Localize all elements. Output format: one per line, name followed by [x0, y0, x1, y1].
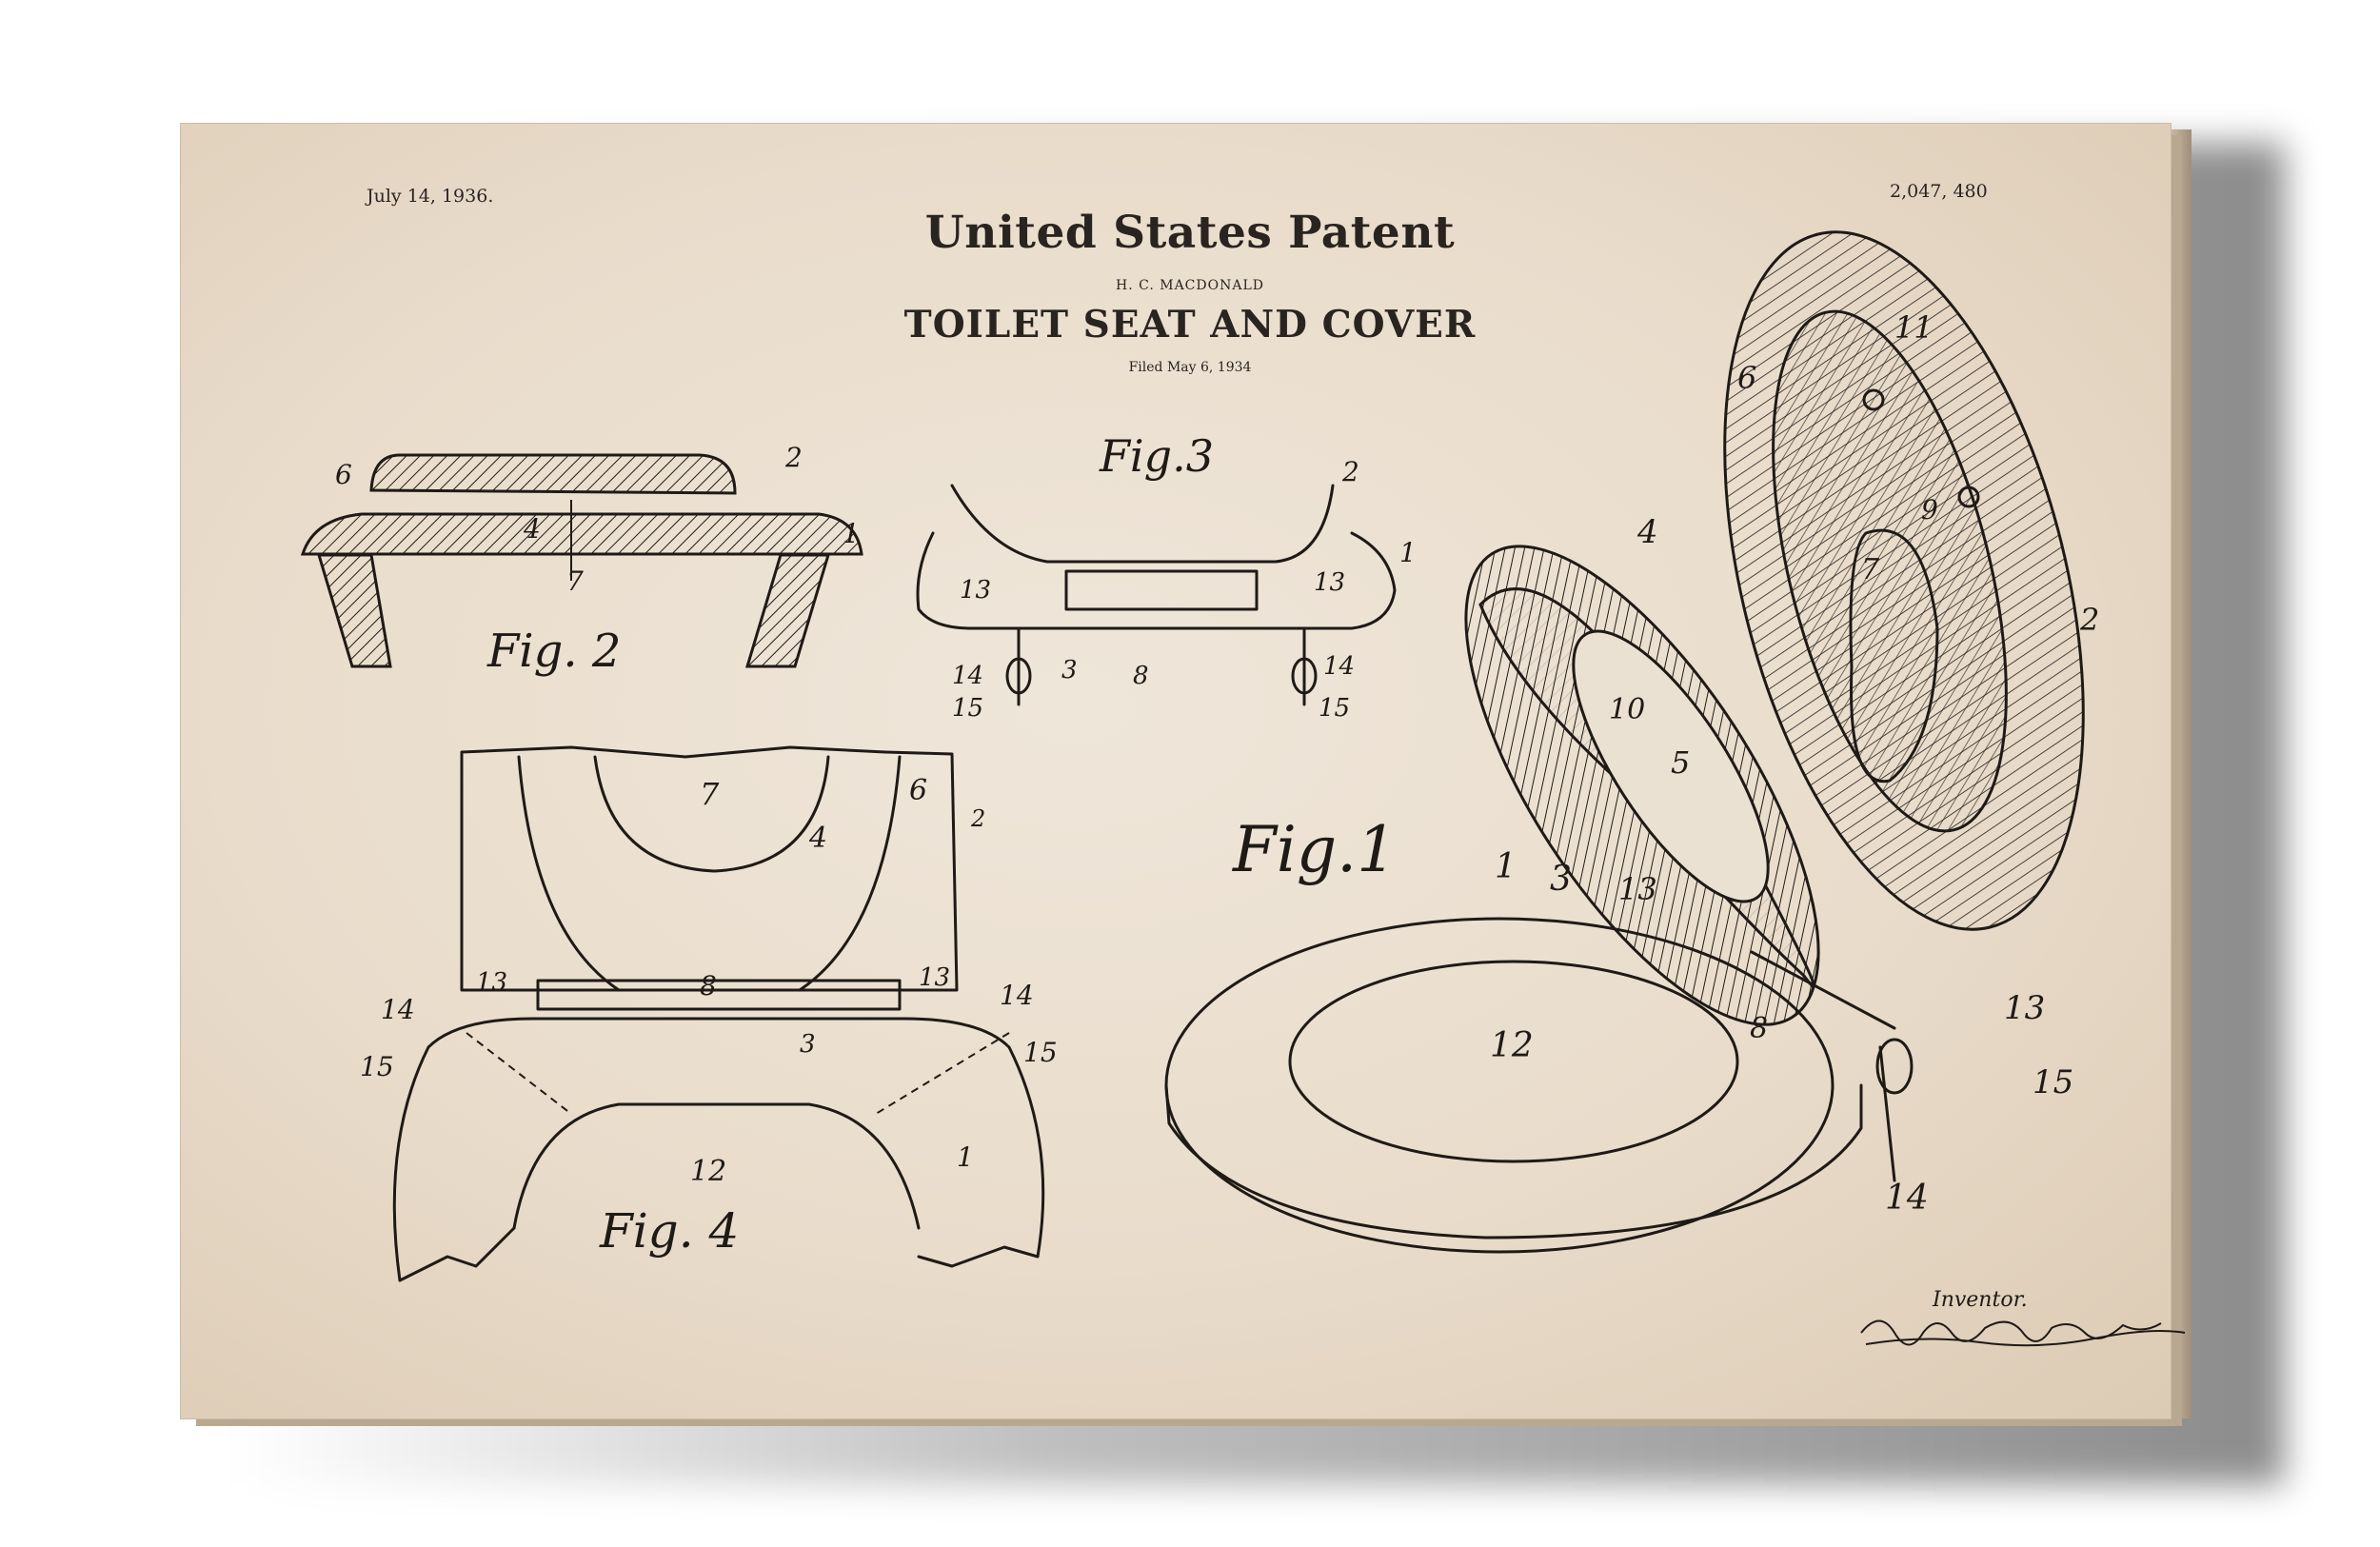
fig4-label-12: 12 [690, 1155, 726, 1188]
canvas-edge [2171, 129, 2192, 1418]
fig4-title: Fig. 4 [599, 1203, 739, 1259]
fig4-label-3: 3 [800, 1030, 816, 1059]
fig1-label-2: 2 [2079, 602, 2099, 638]
patent-date: July 14, 1936. [367, 186, 494, 207]
fig4-label-7: 7 [700, 776, 720, 812]
fig3-label-13a: 13 [960, 576, 991, 605]
fig1-label-3: 3 [1550, 860, 1572, 899]
fig1-label-15: 15 [2033, 1063, 2073, 1101]
fig3-label-14b: 14 [1323, 652, 1355, 681]
fig1-label-7: 7 [1861, 553, 1880, 586]
fig4-label-13a: 13 [476, 968, 507, 997]
fig1-label-9: 9 [1921, 494, 1938, 526]
fig1-label-6: 6 [1737, 360, 1756, 396]
fig4-label-15a: 15 [360, 1051, 394, 1082]
fig2-label-7: 7 [566, 565, 584, 597]
fig4-label-15b: 15 [1023, 1037, 1058, 1068]
fig3-label-2: 2 [1341, 456, 1359, 487]
patent-number: 2,047, 480 [1890, 181, 1988, 202]
figure-1-drawing: Fig.1 11 6 4 9 7 2 10 5 1 3 13 12 8 13 1… [1164, 230, 2099, 1254]
fig4-label-6: 6 [909, 774, 927, 807]
fig1-label-13b: 13 [2004, 989, 2045, 1027]
fig1-label-1: 1 [1495, 847, 1517, 886]
fig2-label-4: 4 [523, 513, 541, 545]
filed-date: Filed May 6, 1934 [1128, 360, 1252, 375]
fig3-title: Fig.3 [1099, 430, 1214, 482]
fig2-label-2: 2 [784, 442, 803, 473]
fig1-label-4: 4 [1636, 513, 1658, 551]
figure-2-drawing: 6 2 4 1 7 Fig. 2 [300, 442, 863, 678]
fig1-title: Fig.1 [1232, 813, 1397, 886]
fig1-label-12: 12 [1490, 1026, 1534, 1065]
fig1-label-14: 14 [1885, 1179, 1929, 1218]
fig2-label-6: 6 [335, 459, 352, 490]
inventor-label: Inventor. [1932, 1288, 2028, 1312]
fig4-label-8: 8 [700, 970, 717, 1002]
fig4-label-13b: 13 [919, 963, 950, 992]
page-title: United States Patent [924, 207, 1456, 259]
inventor-signature: Inventor. [1860, 1288, 2186, 1347]
fig4-label-2: 2 [970, 805, 985, 832]
fig4-label-4: 4 [808, 822, 827, 855]
fig3-label-1: 1 [1399, 537, 1417, 568]
fig2-title: Fig. 2 [486, 625, 621, 678]
fig1-label-13a: 13 [1618, 871, 1657, 907]
fig3-label-3: 3 [1061, 656, 1078, 684]
fig2-label-1: 1 [843, 518, 860, 549]
fig3-label-8: 8 [1133, 662, 1149, 690]
fig4-label-14a: 14 [381, 994, 415, 1025]
fig4-label-14b: 14 [1000, 980, 1034, 1011]
fig1-label-5: 5 [1671, 744, 1690, 781]
fig1-label-11: 11 [1894, 309, 1934, 346]
figure-4-drawing: 7 6 2 4 13 8 13 14 14 15 3 15 12 1 Fig. … [360, 745, 1058, 1282]
fig3-label-15b: 15 [1319, 694, 1350, 723]
figure-3-drawing: Fig.3 2 1 13 13 14 3 8 14 15 15 [916, 430, 1417, 723]
fig1-label-10: 10 [1609, 693, 1645, 726]
fig3-label-14a: 14 [952, 662, 983, 690]
inventor-name: H. C. MACDONALD [1116, 278, 1264, 293]
fig3-label-13b: 13 [1314, 568, 1345, 597]
patent-subject: TOILET SEAT AND COVER [903, 303, 1477, 347]
fig4-label-1: 1 [957, 1141, 974, 1173]
fig1-label-8: 8 [1750, 1012, 1768, 1045]
fig3-label-15a: 15 [952, 694, 983, 723]
